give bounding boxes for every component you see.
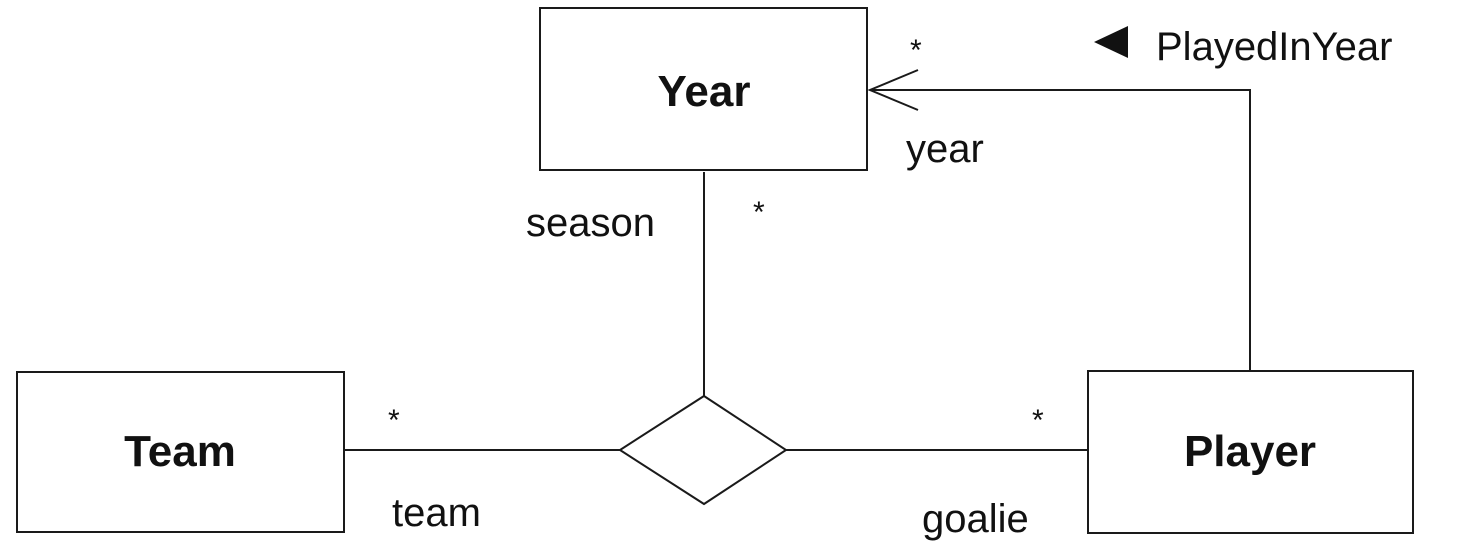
class-year-box — [539, 7, 868, 171]
class-player-box — [1087, 370, 1414, 534]
multiplicity-team-end: * — [388, 404, 400, 437]
multiplicity-year-end: * — [910, 34, 922, 67]
role-year: year — [906, 127, 984, 171]
played-in-year-association-line — [870, 89, 1251, 370]
class-player-name: Player — [1184, 427, 1316, 476]
ternary-association-diamond — [618, 394, 788, 506]
class-team-name: Team — [124, 427, 236, 476]
class-team-box — [16, 371, 345, 533]
association-name: PlayedInYear — [1156, 25, 1392, 69]
role-goalie: goalie — [922, 497, 1029, 541]
multiplicity-goalie-end: * — [1032, 404, 1044, 437]
class-player: Player — [1087, 370, 1414, 534]
triangle-left-icon — [1094, 26, 1128, 58]
navigability-arrowhead — [867, 69, 919, 111]
role-team: team — [392, 491, 481, 535]
role-season: season — [526, 201, 655, 245]
connectors — [344, 69, 1251, 451]
class-team: Team — [16, 371, 345, 533]
class-year-name: Year — [658, 67, 751, 116]
multiplicity-season-end: * — [753, 196, 765, 229]
class-year: Year — [539, 7, 868, 171]
